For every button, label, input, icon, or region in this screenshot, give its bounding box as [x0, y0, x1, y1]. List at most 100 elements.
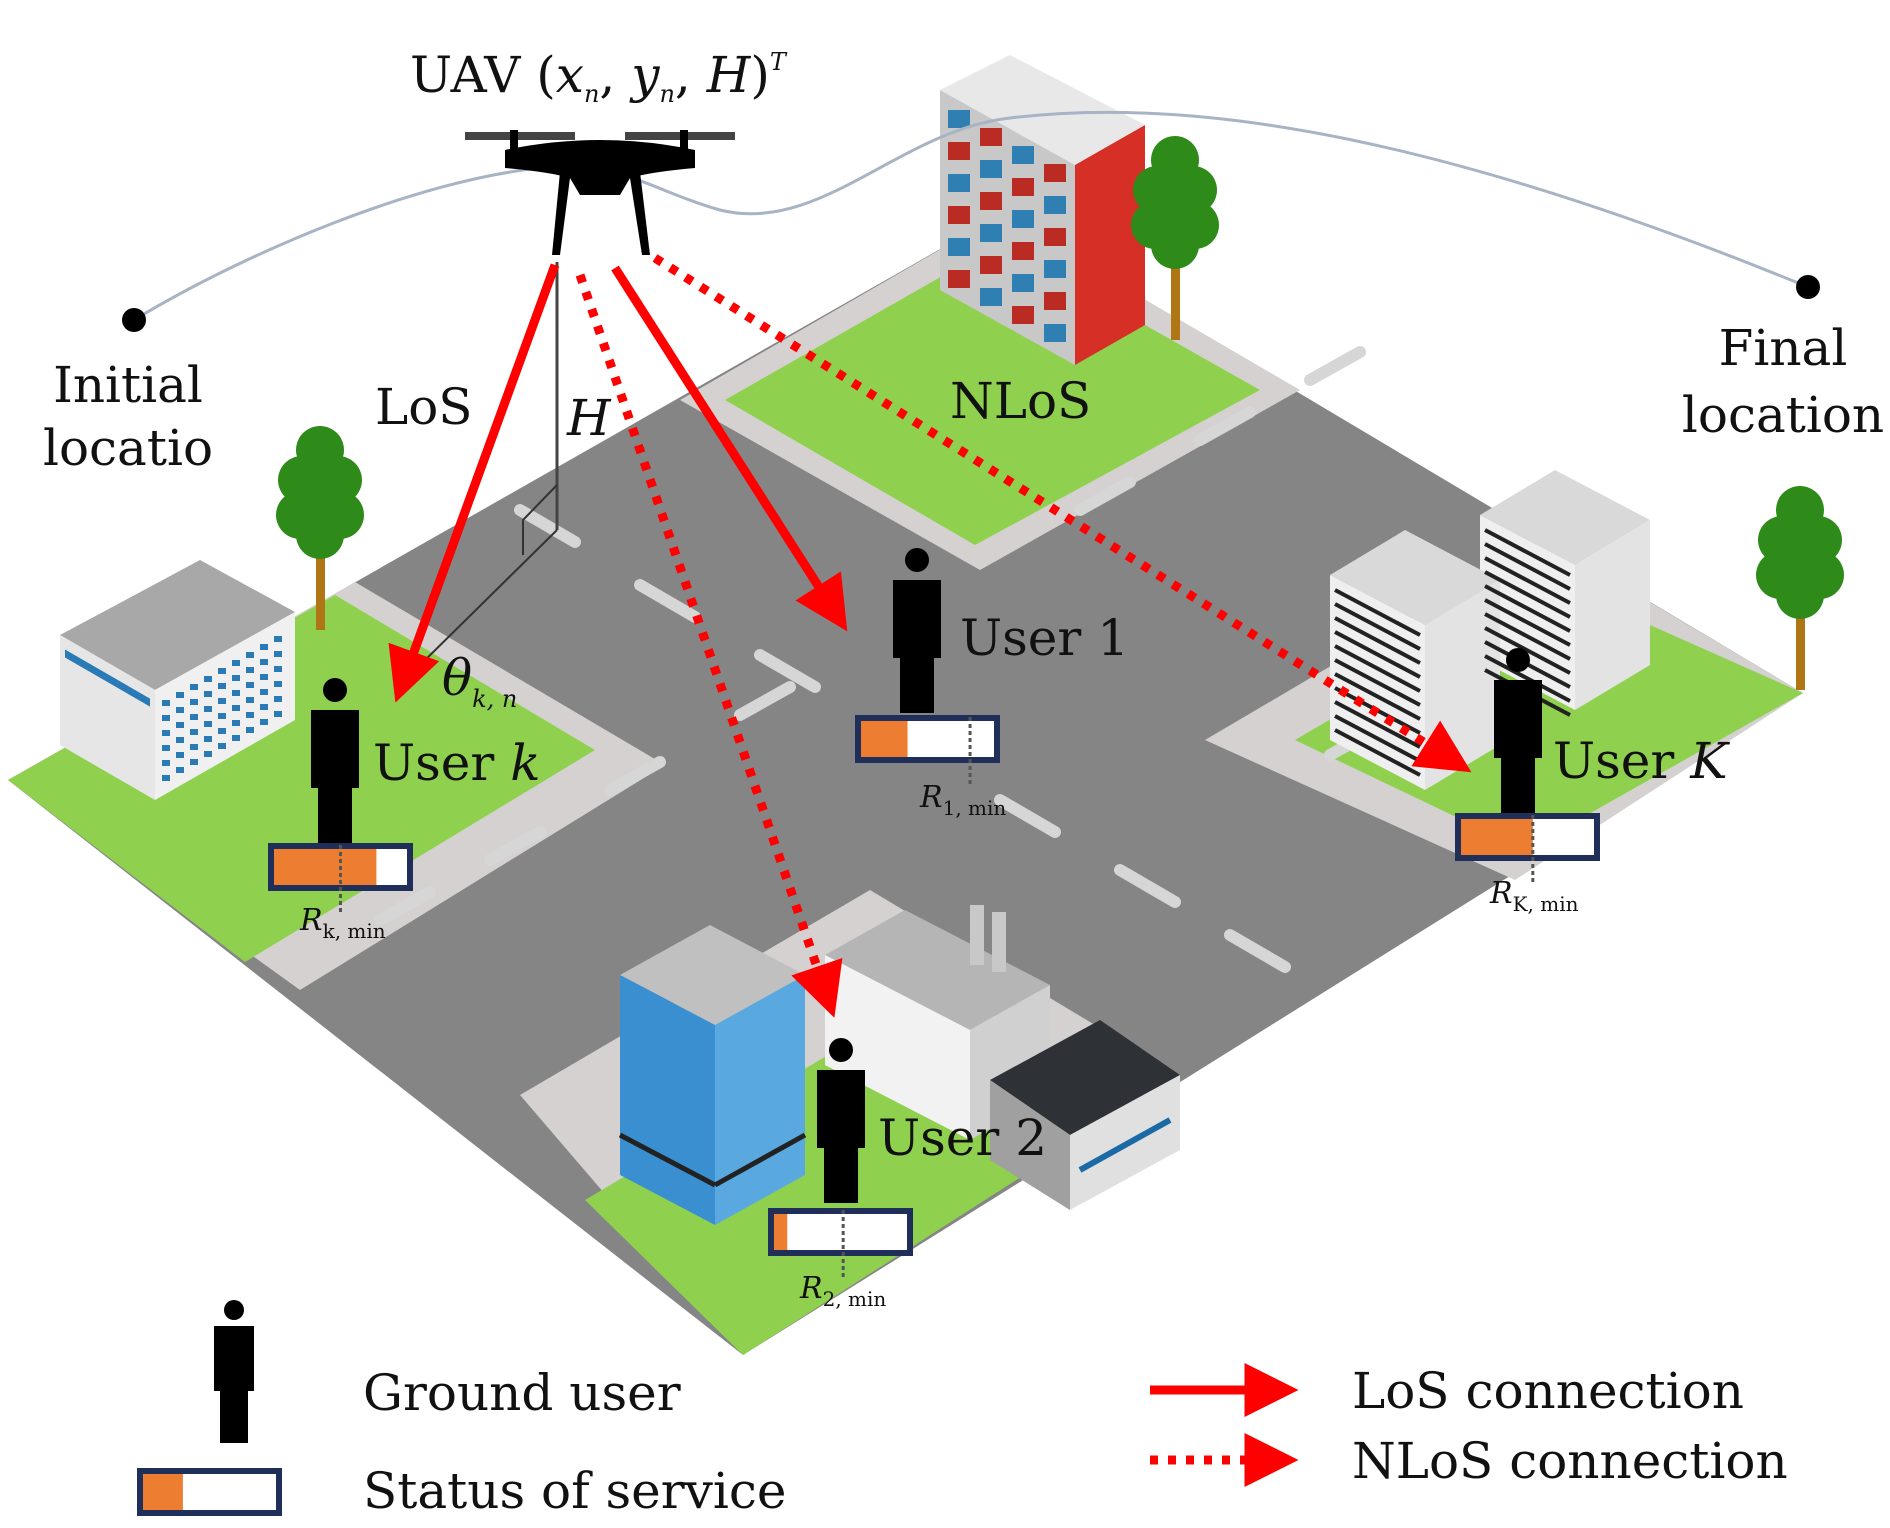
user-legs — [824, 1145, 858, 1203]
window — [1012, 146, 1034, 164]
window — [1012, 242, 1034, 260]
window — [162, 745, 170, 751]
user-label-id: 2 — [1015, 1109, 1047, 1167]
lane-mark — [1074, 476, 1136, 516]
lane-mark — [1304, 346, 1366, 386]
window — [218, 683, 226, 689]
window — [162, 775, 170, 781]
rmin-label: R1, min — [919, 780, 1006, 820]
window — [218, 728, 226, 734]
uav-label: UAV (xn, yn, H)T — [410, 46, 788, 108]
window-stripe — [1484, 556, 1571, 605]
legend-status-bar-icon — [137, 1468, 282, 1516]
window — [246, 697, 254, 703]
window — [1044, 324, 1066, 342]
window-stripe — [1334, 728, 1421, 777]
window-stripe — [1334, 630, 1421, 679]
window — [980, 224, 1002, 242]
final-location-marker — [1796, 275, 1820, 299]
lane-mark — [1114, 864, 1181, 908]
window — [232, 690, 240, 696]
window — [232, 675, 240, 681]
road-area — [8, 215, 1803, 1355]
los-label: LoS — [375, 378, 473, 436]
user-2: User 2R2, min — [768, 1038, 1047, 1311]
initial-location-label-line2: locatio — [43, 419, 213, 477]
window — [260, 644, 268, 650]
user-service-bar — [855, 715, 1000, 785]
user-head — [1506, 648, 1530, 672]
window — [162, 730, 170, 736]
lane-mark — [634, 579, 701, 623]
tree-trunk — [1796, 600, 1805, 690]
legend-los-label: LoS connection — [1352, 1362, 1744, 1420]
window — [1012, 178, 1034, 196]
user-label-id: K — [1689, 732, 1730, 790]
tree-icon — [276, 426, 364, 630]
user-legs — [1501, 755, 1535, 813]
elevation-angle-label: θk, n — [442, 649, 517, 713]
legend: Ground user Status of service LoS connec… — [137, 1300, 1788, 1520]
user-label: User 1 — [960, 609, 1129, 667]
window — [260, 719, 268, 725]
tree-icon — [1131, 136, 1219, 340]
lane-mark — [1194, 406, 1256, 446]
ground-user-icon — [1494, 648, 1542, 813]
rmin-symbol: R — [299, 903, 323, 938]
window — [232, 660, 240, 666]
final-location-label-line2: location — [1682, 386, 1884, 444]
rmin-symbol: R — [919, 780, 943, 815]
window — [204, 706, 212, 712]
user-label: User k — [373, 734, 541, 792]
window — [218, 698, 226, 704]
lane-mark — [604, 756, 666, 796]
building-top-windows — [948, 110, 1066, 342]
window — [1012, 306, 1034, 324]
user-label-prefix: User — [373, 734, 510, 792]
window — [948, 174, 970, 192]
window — [246, 652, 254, 658]
legend-ground-user-icon — [214, 1300, 254, 1443]
building-bottom-warehouse — [990, 1020, 1180, 1210]
window-stripe — [1334, 658, 1421, 707]
window-stripe — [1334, 616, 1421, 665]
rmin-label: RK, min — [1489, 876, 1579, 916]
lane-mark — [374, 886, 436, 926]
window — [218, 743, 226, 749]
window — [218, 713, 226, 719]
window — [204, 691, 212, 697]
window — [246, 712, 254, 718]
window — [1044, 164, 1066, 182]
bar-fill — [274, 849, 377, 885]
initial-location-marker — [122, 308, 146, 332]
window — [980, 256, 1002, 274]
building-right-stripes — [1334, 528, 1571, 777]
window — [204, 721, 212, 727]
window — [948, 110, 970, 128]
legend-service-bar — [137, 1468, 282, 1516]
tree-foliage — [1776, 531, 1824, 579]
legend-ground-user-label: Ground user — [363, 1364, 681, 1422]
user-legs — [318, 785, 352, 843]
user-service-bar — [768, 1208, 913, 1278]
user-1: User 1 R1, min — [855, 548, 1129, 820]
bar-fill — [861, 721, 908, 757]
tree-foliage — [296, 471, 344, 519]
tree-foliage — [1151, 181, 1199, 229]
user-torso — [893, 580, 941, 658]
lane-mark — [1224, 929, 1291, 973]
trees — [276, 136, 1844, 690]
rmin-subscript: 2, min — [823, 1287, 887, 1311]
building-bottom-glass — [618, 925, 807, 1225]
window — [190, 684, 198, 690]
tree-icon — [1756, 486, 1844, 690]
window — [176, 722, 184, 728]
window-stripe — [1484, 528, 1571, 577]
window — [1044, 260, 1066, 278]
user-service-bar — [1455, 813, 1600, 883]
user-label-prefix: User — [1553, 732, 1690, 790]
legend-status-label: Status of service — [363, 1462, 787, 1520]
user-service-bar — [268, 843, 413, 913]
final-location-label-line1: Final — [1719, 319, 1848, 377]
